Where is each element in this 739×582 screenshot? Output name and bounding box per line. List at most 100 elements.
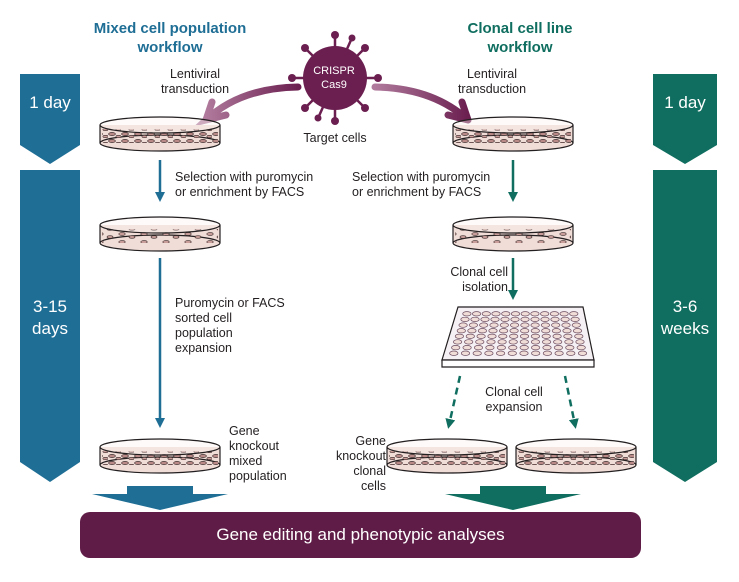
right-expansion-label: Clonal cell expansion xyxy=(485,385,543,414)
plate-well xyxy=(462,311,472,317)
plate-well xyxy=(453,339,463,345)
transduction-arrow-left xyxy=(193,83,302,127)
plate-well xyxy=(530,322,540,328)
plate-well xyxy=(500,316,510,322)
left-transduction-label: Lentiviral transduction xyxy=(160,67,230,96)
plate-well xyxy=(497,339,507,345)
plate-well xyxy=(480,316,490,322)
right-merge-arrow xyxy=(445,486,581,510)
plate-well xyxy=(465,333,475,339)
left-merge-arrow xyxy=(92,486,228,510)
plate-well xyxy=(490,316,500,322)
left-expansion-label: Puromycin or FACS sorted cell population… xyxy=(175,296,285,355)
plate-well xyxy=(470,316,480,322)
plate-well xyxy=(540,316,550,322)
plate-well xyxy=(572,328,583,334)
plate-well xyxy=(486,339,496,345)
plate-well xyxy=(562,328,572,334)
plate-well xyxy=(566,350,576,356)
plate-well xyxy=(570,316,580,322)
plate-well xyxy=(519,333,530,339)
plate-well xyxy=(473,345,484,351)
plate-well xyxy=(551,328,561,334)
plate-well xyxy=(481,311,491,317)
right-duration-label-2: 3-6 weeks xyxy=(660,297,710,338)
plate-well xyxy=(574,333,584,339)
plate-well xyxy=(479,322,489,328)
plate-well xyxy=(520,316,530,322)
plate-well xyxy=(460,316,470,322)
plate-well xyxy=(475,339,485,345)
plate-well xyxy=(571,322,581,328)
plate-well xyxy=(499,328,509,334)
plate-well xyxy=(520,322,530,328)
plate-well xyxy=(460,350,471,356)
plate-well xyxy=(519,345,529,351)
plate-well xyxy=(488,328,498,334)
plate-well xyxy=(520,328,530,334)
plate-well xyxy=(498,333,508,339)
petri-dish-icon xyxy=(452,116,574,152)
right-transduction-label: Lentiviral transduction xyxy=(457,67,527,96)
plate-well xyxy=(540,322,550,328)
crispr-label: CRISPR Cas9 xyxy=(313,65,355,91)
plate-well xyxy=(485,345,495,351)
plate-well xyxy=(467,328,477,334)
plate-well xyxy=(530,333,540,339)
plate-well xyxy=(542,350,552,356)
plate-well xyxy=(531,350,541,356)
plate-well xyxy=(484,350,494,356)
left-result-label: Gene knockout mixed population xyxy=(229,424,287,483)
plate-well xyxy=(577,350,588,356)
plate-well xyxy=(508,345,518,351)
plate-well xyxy=(550,316,560,322)
plate-well xyxy=(531,345,541,351)
plate-well xyxy=(496,350,506,356)
plate-well xyxy=(542,345,552,351)
plate-well xyxy=(449,350,459,356)
petri-dish-icon xyxy=(99,216,221,252)
plate-well xyxy=(542,339,552,345)
right-duration-label-1: 1 day xyxy=(664,93,706,112)
analysis-banner-label: Gene editing and phenotypic analyses xyxy=(216,525,505,544)
target-cells-label: Target cells xyxy=(303,131,367,145)
mixed-workflow-title: Mixed cell population workflow xyxy=(93,20,247,56)
plate-well xyxy=(553,339,563,345)
right-dashed-arrow-right xyxy=(563,375,579,429)
plate-well xyxy=(530,339,541,345)
plate-well xyxy=(464,339,474,345)
plate-well xyxy=(487,333,497,339)
petri-dish-icon xyxy=(515,438,637,474)
plate-well xyxy=(551,322,561,328)
plate-well xyxy=(472,350,482,356)
plate-well xyxy=(456,328,466,334)
right-selection-label: Selection with puromycin or enrichment b… xyxy=(352,170,491,199)
plate-well xyxy=(519,350,529,356)
plate-well xyxy=(520,311,530,317)
left-selection-label: Selection with puromycin or enrichment b… xyxy=(175,170,314,199)
analysis-banner: Gene editing and phenotypic analyses xyxy=(80,512,641,558)
plate-well xyxy=(476,333,486,339)
plate-well xyxy=(565,345,575,351)
plate-well xyxy=(510,322,520,328)
plate-well xyxy=(510,311,521,317)
well-plate-icon xyxy=(441,306,595,368)
plate-well xyxy=(541,333,551,339)
clonal-workflow-title: Clonal cell line workflow xyxy=(467,20,573,56)
plate-well xyxy=(553,345,563,351)
plate-well xyxy=(559,311,569,317)
petri-dish-icon xyxy=(386,438,508,474)
plate-well xyxy=(560,316,570,322)
left-duration-label-2: 3-15 days xyxy=(32,297,68,338)
plate-well xyxy=(530,311,540,317)
petri-dish-icon xyxy=(452,216,574,252)
plate-well xyxy=(530,328,540,334)
right-result-label: Gene knockout clonal cells xyxy=(335,434,386,493)
plate-well xyxy=(564,339,574,345)
plate-well xyxy=(509,333,519,339)
plate-well xyxy=(491,311,501,317)
plate-well xyxy=(575,339,585,345)
plate-well xyxy=(569,311,579,317)
